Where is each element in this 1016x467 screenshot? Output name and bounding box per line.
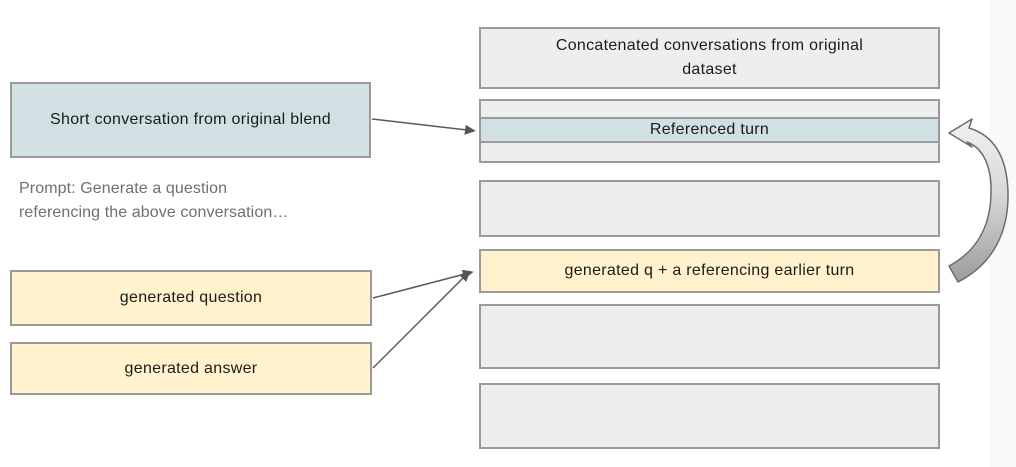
concatenated-conversations-box: Concatenated conversations from original… [479,27,940,89]
arrow-short-conv-to-referenced-turn [371,118,476,135]
page-background-gutter [989,0,1016,467]
arrow-question-to-generated-qa [372,269,474,299]
generated-question-box: generated question [10,270,372,326]
referenced-turn-label: Referenced turn [649,121,770,138]
generated-answer-box: generated answer [10,342,372,395]
prompt-note-line1: Prompt: Generate a question [19,180,228,197]
short-conversation-box: Short conversation from original blend [10,82,371,158]
prompt-note-line2: referencing the above conversation… [19,204,289,221]
arrow-answer-to-generated-qa [372,270,471,369]
concatenated-conversations-label: Concatenated conversations from original… [555,37,864,78]
generated-qa-label: generated q + a referencing earlier turn [564,262,855,279]
context-turn-box-1 [479,180,940,237]
context-turn-box-2 [479,304,940,369]
generated-question-label: generated question [119,289,263,306]
short-conversation-label: Short conversation from original blend [50,111,331,128]
prompt-note: Prompt: Generate a question referencing … [19,177,364,225]
context-turn-box-3 [479,383,940,449]
generated-answer-label: generated answer [124,359,258,377]
referenced-turn-strip: Referenced turn [481,117,938,143]
conversation-turns-group: Referenced turn [479,99,940,163]
generated-qa-box: generated q + a referencing earlier turn [479,249,940,293]
